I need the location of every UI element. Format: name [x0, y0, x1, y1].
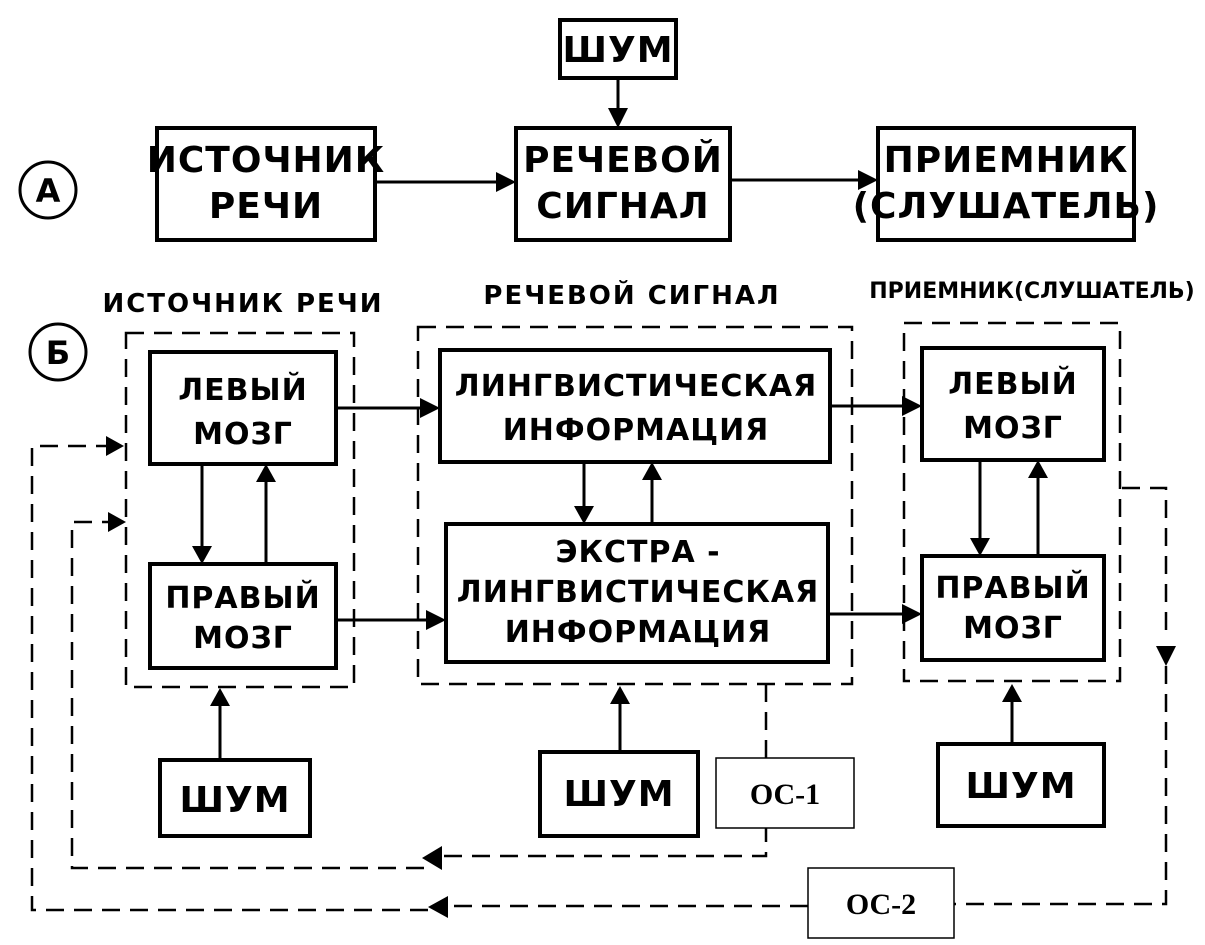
b-receiver-title: ПРИЕМНИК(СЛУШАТЕЛЬ)	[869, 279, 1194, 304]
b-noise-receiver-label: ШУМ	[965, 766, 1076, 807]
a-noise-label: ШУМ	[562, 30, 673, 71]
b-sig-arrowhead-up	[642, 462, 662, 480]
b-feedback-2-path-d	[30, 444, 428, 912]
b-flow-arrowhead-2	[426, 610, 446, 630]
b-noise-source-box	[158, 758, 312, 838]
b-feedback-2-arrowhead-mid	[428, 896, 448, 918]
b-extralinguistic-box	[444, 522, 830, 664]
b-extralinguistic-line1: ЭКСТРА -	[555, 535, 720, 570]
b-linguistic-line2: ИНФОРМАЦИЯ	[503, 413, 770, 448]
a-noise-arrowhead	[608, 108, 628, 128]
a-receiver-box	[876, 126, 1136, 242]
b-flow-arrowhead-1	[420, 398, 440, 418]
b-feedback-1-path-b	[70, 520, 424, 870]
b-noise-receiver-arrowhead	[1002, 684, 1022, 702]
part-a-marker	[18, 160, 78, 220]
a-receiver-line1: ПРИЕМНИК	[884, 140, 1129, 181]
part-b-label: Б	[46, 334, 70, 372]
b-extralinguistic-line3: ИНФОРМАЦИЯ	[505, 615, 772, 650]
a-arrowhead-1	[496, 172, 516, 192]
b-feedback-2-arrowhead-down	[1156, 646, 1176, 666]
b-feedback-1-label: ОС-1	[750, 778, 820, 811]
a-signal-line1: РЕЧЕВОЙ	[523, 139, 723, 181]
b-linguistic-line1: ЛИНГВИСТИЧЕСКАЯ	[455, 369, 817, 404]
b-extralinguistic-line2: ЛИНГВИСТИЧЕСКАЯ	[457, 575, 819, 610]
part-b-marker	[28, 322, 88, 382]
b-noise-signal-arrowhead	[610, 686, 630, 704]
b-rcv-left-brain-box	[920, 346, 1106, 462]
b-feedback-2-box	[807, 867, 955, 939]
b-rcv-right-brain-line1: ПРАВЫЙ	[935, 570, 1090, 606]
b-noise-receiver-box	[936, 742, 1106, 828]
b-feedback-1-box	[715, 757, 855, 829]
b-feedback-1-path-a	[442, 684, 768, 858]
a-signal-box	[514, 126, 732, 242]
b-noise-source-arrowhead	[210, 688, 230, 706]
b-flow-arrowhead-4	[902, 604, 922, 624]
b-flow-arrowhead-3	[902, 396, 922, 416]
b-rcv-arrowhead-up	[1028, 460, 1048, 478]
a-source-line1: ИСТОЧНИК	[147, 140, 385, 181]
b-src-left-brain-line1: ЛЕВЫЙ	[178, 372, 307, 408]
b-source-group	[124, 331, 356, 689]
b-feedback-2-arrowhead-end	[106, 436, 124, 456]
b-noise-signal-label: ШУМ	[563, 774, 674, 815]
a-source-line2: РЕЧИ	[209, 186, 323, 227]
b-src-arrowhead-down	[192, 546, 212, 564]
b-src-arrowhead-up	[256, 464, 276, 482]
b-feedback-1-arrowhead-mid	[422, 846, 442, 870]
b-source-title: ИСТОЧНИК РЕЧИ	[102, 289, 383, 319]
b-rcv-arrowhead-down	[970, 538, 990, 556]
a-arrowhead-2	[858, 170, 878, 190]
part-a: А ШУМ ИСТОЧНИК РЕЧИ РЕЧЕВОЙ СИГНАЛ ПРИЕМ…	[18, 18, 1160, 242]
b-signal-title: РЕЧЕВОЙ СИГНАЛ	[483, 279, 780, 311]
b-rcv-right-brain-line2: МОЗГ	[963, 611, 1063, 646]
b-feedback-2-label: ОС-2	[846, 888, 916, 921]
b-src-right-brain-box	[148, 562, 338, 670]
b-feedback-2-path-b	[952, 666, 1168, 906]
b-feedback-1-arrowhead-end	[108, 512, 126, 532]
b-src-right-brain-line1: ПРАВЫЙ	[165, 580, 320, 616]
b-rcv-left-brain-line2: МОЗГ	[963, 411, 1063, 446]
b-rcv-left-brain-line1: ЛЕВЫЙ	[948, 366, 1077, 402]
b-receiver-group	[902, 321, 1122, 683]
b-src-left-brain-line2: МОЗГ	[193, 417, 293, 452]
part-a-label: А	[36, 172, 61, 210]
b-noise-source-label: ШУМ	[179, 780, 290, 821]
b-signal-group	[416, 325, 854, 686]
a-source-box	[155, 126, 377, 242]
b-src-right-brain-line2: МОЗГ	[193, 621, 293, 656]
b-rcv-right-brain-box	[920, 554, 1106, 662]
b-feedback-2-path-a	[1122, 486, 1168, 640]
a-receiver-line2: (СЛУШАТЕЛЬ)	[853, 186, 1160, 227]
b-sig-arrowhead-down	[574, 506, 594, 524]
a-signal-line2: СИГНАЛ	[536, 186, 709, 227]
part-b: Б ИСТОЧНИК РЕЧИ РЕЧЕВОЙ СИГНАЛ ПРИЕМНИК(…	[28, 279, 1195, 939]
